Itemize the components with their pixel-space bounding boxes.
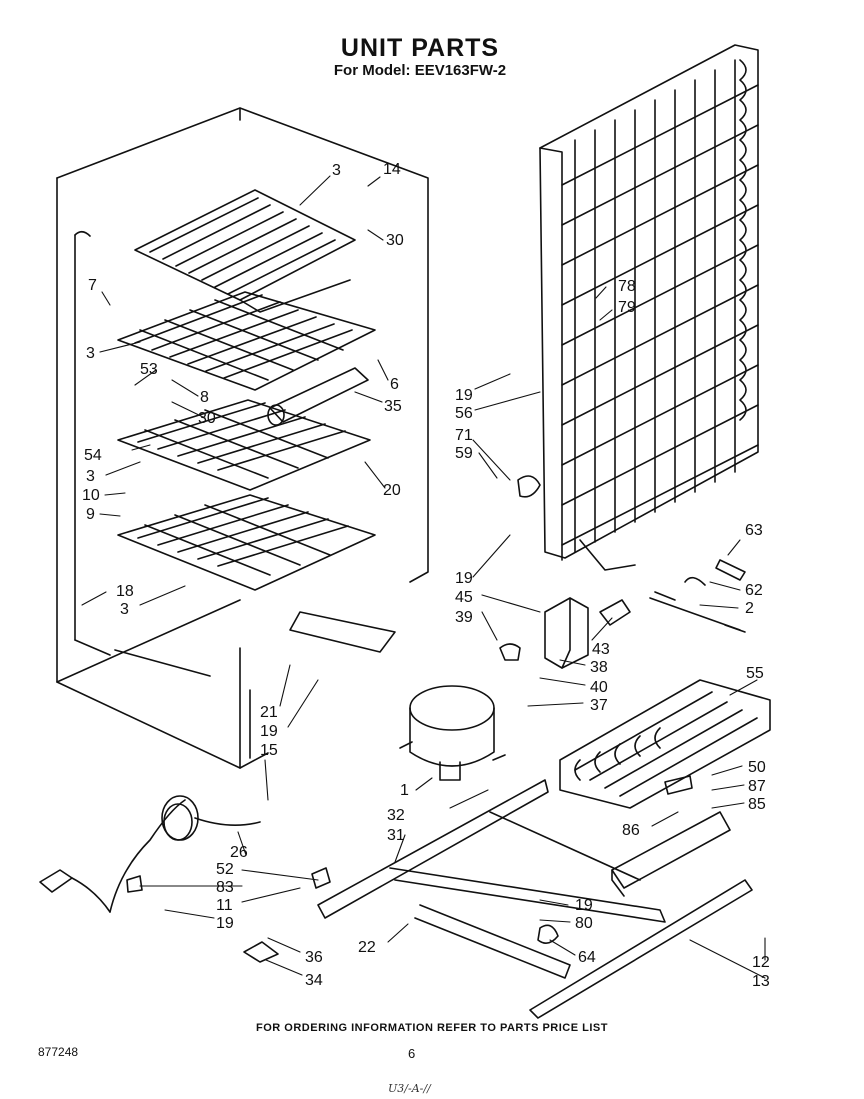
callout-10: 10 [82,487,100,504]
callout-19: 19 [455,570,473,587]
callout-52: 52 [216,861,234,878]
callout-53: 53 [140,361,158,378]
callout-79: 79 [618,299,636,316]
callout-19: 19 [216,915,234,932]
callout-34: 34 [305,972,323,989]
page-number: 6 [408,1046,416,1061]
evaporator-shelf-2 [117,291,376,391]
evaporator-shelf-3 [117,399,371,491]
drain-coil [559,679,771,809]
callout-30: 30 [386,232,404,249]
callout-30: 30 [198,410,216,427]
callout-56: 56 [455,405,473,422]
callout-83: 83 [216,879,234,896]
callout-19: 19 [575,897,593,914]
cabinet-outline [56,107,429,769]
callout-19: 19 [260,723,278,740]
callout-12: 12 [752,954,770,971]
callout-15: 15 [260,742,278,759]
callout-80: 80 [575,915,593,932]
power-cord [39,795,261,913]
callout-31: 31 [387,827,405,844]
callout-78: 78 [618,278,636,295]
callout-21: 21 [260,704,278,721]
callout-63: 63 [745,522,763,539]
callout-3: 3 [86,345,95,362]
callout-55: 55 [746,665,764,682]
handwritten-mark: U3/-A-// [388,1082,431,1095]
callout-37: 37 [590,697,608,714]
callout-32: 32 [387,807,405,824]
base-frame [317,779,753,1019]
callout-71: 71 [455,427,473,444]
ordering-note: FOR ORDERING INFORMATION REFER TO PARTS … [256,1022,608,1034]
callout-14: 14 [383,161,401,178]
compressor-drawing [399,685,506,781]
relay-box-drawing [544,597,631,669]
callout-62: 62 [745,582,763,599]
callout-86: 86 [622,822,640,839]
callout-3: 3 [86,468,95,485]
callout-8: 8 [200,389,209,406]
callout-13: 13 [752,973,770,990]
callout-3: 3 [120,601,129,618]
callout-2: 2 [745,600,754,617]
condenser-coil [539,44,759,571]
callout-7: 7 [88,277,97,294]
drain-pan [611,811,731,897]
page-title: UNIT PARTS [340,34,500,62]
callout-9: 9 [86,506,95,523]
callout-64: 64 [578,949,596,966]
small-parts [126,475,746,963]
callout-3: 3 [332,162,341,179]
callout-20: 20 [383,482,401,499]
evaporator-shelf-top [134,189,356,313]
leader-lines [81,175,766,979]
callout-45: 45 [455,589,473,606]
callout-26: 26 [230,844,248,861]
evaporator-shelf-4 [117,494,376,591]
callout-22: 22 [358,939,376,956]
callout-87: 87 [748,778,766,795]
document-number: 877248 [38,1045,79,1059]
callout-6: 6 [390,376,399,393]
callout-38: 38 [590,659,608,676]
callout-50: 50 [748,759,766,776]
model-subtitle: For Model: EEV163FW-2 [333,62,507,79]
callout-39: 39 [455,609,473,626]
callout-43: 43 [592,641,610,658]
callout-59: 59 [455,445,473,462]
callout-18: 18 [116,583,134,600]
callout-54: 54 [84,447,102,464]
callout-1: 1 [400,782,409,799]
callout-40: 40 [590,679,608,696]
callout-11: 11 [216,897,233,914]
callout-35: 35 [384,398,402,415]
callout-85: 85 [748,796,766,813]
callout-19: 19 [455,387,473,404]
callout-labels: 3 14 30 7 3 53 8 30 6 35 54 3 20 10 9 18… [82,161,770,990]
callout-36: 36 [305,949,323,966]
